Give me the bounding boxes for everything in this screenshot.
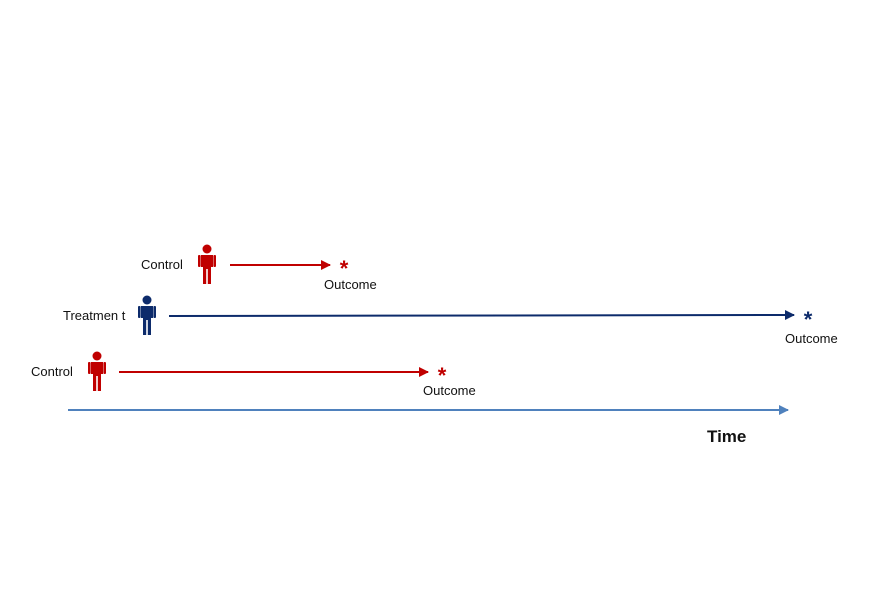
outcome-label-control-top: Outcome — [324, 277, 377, 292]
duration-arrow — [168, 310, 795, 321]
asterisk-icon: * — [438, 363, 447, 388]
row-treatment: * — [138, 295, 813, 335]
row-control-top: * — [198, 244, 349, 284]
row-label-control-bottom: Control — [31, 364, 73, 379]
asterisk-icon: * — [340, 256, 349, 281]
person-icon — [88, 351, 106, 391]
outcome-label-treatment: Outcome — [785, 331, 838, 346]
row-label-treatment: Treatmen t — [63, 308, 126, 323]
person-icon — [138, 295, 156, 335]
asterisk-icon: * — [804, 307, 813, 332]
person-icon — [198, 244, 216, 284]
row-label-control-top: Control — [141, 257, 183, 272]
time-axis-label: Time — [707, 427, 747, 446]
outcome-label-control-bottom: Outcome — [423, 383, 476, 398]
row-control-bottom: * — [88, 351, 447, 391]
